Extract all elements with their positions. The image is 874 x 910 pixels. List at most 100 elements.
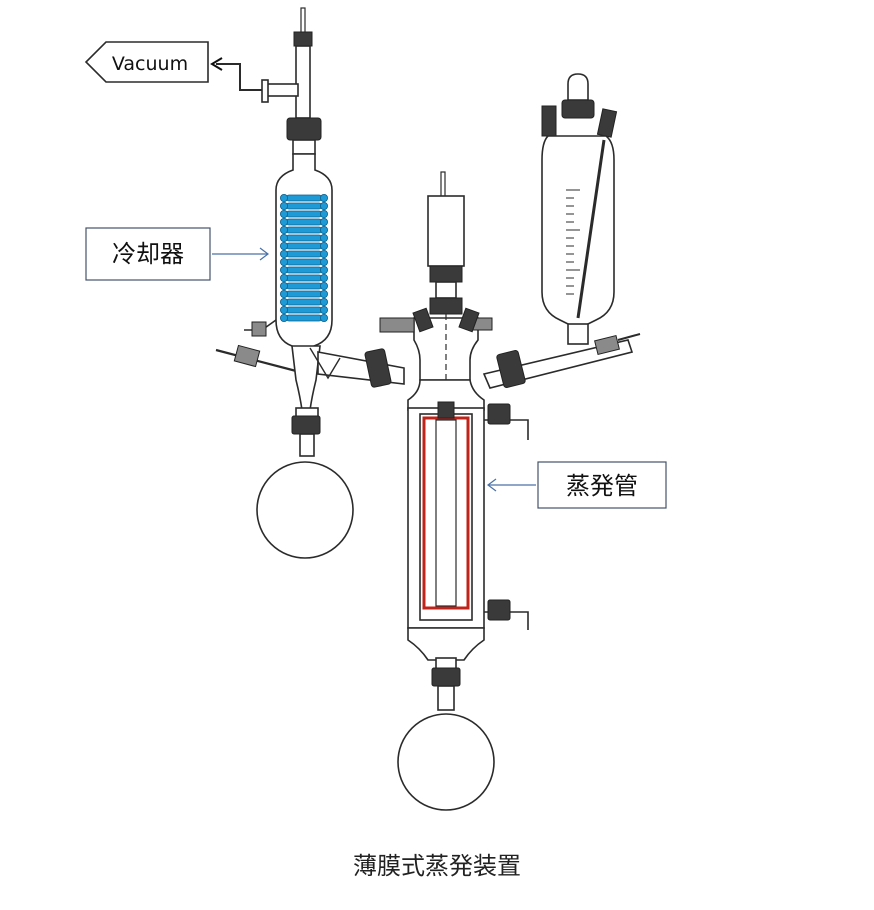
funnel-left-port — [541, 105, 557, 137]
funnel-graduations — [566, 189, 580, 295]
condenser-upper-joint — [286, 117, 322, 141]
coil-end — [319, 273, 328, 282]
coil-end — [319, 233, 328, 242]
condenser-top-needle — [300, 7, 306, 35]
coil-turn — [285, 250, 323, 258]
coil-end — [279, 297, 288, 306]
coil-end — [279, 289, 288, 298]
coil-turn — [285, 306, 323, 314]
coil-turn — [285, 218, 323, 226]
vacuum-arrow-line — [216, 63, 268, 91]
funnel-stopper-bulb — [567, 73, 589, 101]
coil-turn — [285, 266, 323, 274]
coil-end — [279, 281, 288, 290]
transfer-drip-tip — [309, 347, 341, 380]
cooling-coil — [279, 193, 328, 322]
coil-end — [319, 313, 328, 322]
coil-end — [279, 305, 288, 314]
coil-turn — [285, 298, 323, 306]
vacuum-arrow-head — [210, 57, 223, 71]
head-port-fitting-left — [412, 307, 434, 333]
funnel-top-joint — [561, 99, 595, 119]
funnel-dip-tube — [576, 139, 606, 319]
figure-caption: 薄膜式蒸発装置 — [353, 852, 521, 880]
jacket-fitting-upper — [487, 403, 511, 425]
coil-end — [319, 297, 328, 306]
coil-turn — [285, 314, 323, 322]
condenser-callout: 冷却器 — [85, 227, 269, 281]
coil-end — [279, 313, 288, 322]
condenser-funnel — [291, 345, 321, 411]
evaporator-assembly — [379, 171, 529, 811]
coil-turn — [285, 210, 323, 218]
coil-end — [279, 233, 288, 242]
coil-end — [319, 265, 328, 274]
condenser-top-tube — [295, 45, 311, 119]
coil-end — [279, 273, 288, 282]
coil-end — [319, 201, 328, 210]
motor-seal — [429, 297, 463, 315]
condenser-label-box — [85, 227, 211, 281]
receiver-flask-left — [256, 461, 354, 559]
coil-end — [319, 193, 328, 202]
vacuum-label: Vacuum — [112, 53, 188, 75]
coil-turn — [285, 242, 323, 250]
receiver-neck-center — [437, 685, 455, 711]
coil-end — [319, 249, 328, 258]
feed-valve — [594, 334, 620, 356]
rotor-top-bearing — [437, 401, 455, 419]
motor-coupling — [429, 265, 463, 283]
coil-end — [279, 241, 288, 250]
coil-end — [319, 257, 328, 266]
coil-end — [319, 289, 328, 298]
vacuum-side-flange — [261, 79, 269, 103]
evaporator-bottom — [407, 627, 485, 661]
condenser-label: 冷却器 — [112, 240, 184, 268]
evaporator-label: 蒸発管 — [566, 472, 638, 500]
coil-end — [279, 209, 288, 218]
receiver-flask-center — [397, 713, 495, 811]
evaporator-inner-tube — [419, 413, 473, 621]
motor-adapter — [435, 281, 457, 299]
coil-end — [319, 217, 328, 226]
stirrer-motor — [427, 195, 465, 267]
coil-end — [319, 281, 328, 290]
head-side-port-left — [379, 317, 415, 333]
coil-turn — [285, 194, 323, 202]
evaporator-label-box — [537, 461, 667, 509]
vacuum-side-arm — [265, 83, 299, 97]
condenser-outlet-fitting — [251, 321, 267, 337]
feed-line-joint — [496, 349, 526, 389]
coil-turn — [285, 234, 323, 242]
coil-end — [319, 209, 328, 218]
transfer-joint — [364, 348, 392, 388]
vapor-transfer-line — [309, 347, 405, 388]
coil-turn — [285, 274, 323, 282]
coil-end — [319, 225, 328, 234]
coil-end — [279, 201, 288, 210]
feed-funnel-assembly — [482, 73, 641, 389]
condenser-assembly — [215, 7, 354, 559]
coil-turn — [285, 282, 323, 290]
evaporator-pointer-head — [487, 478, 497, 492]
vacuum-label-shape — [84, 41, 209, 83]
condenser-inlet-fitting — [233, 344, 261, 368]
coil-end — [319, 305, 328, 314]
motor-shaft-top — [440, 171, 446, 199]
coil-end — [279, 257, 288, 266]
feed-funnel-body — [541, 135, 615, 327]
vacuum-callout: Vacuum — [84, 41, 268, 91]
coil-end — [279, 249, 288, 258]
coil-end — [279, 193, 288, 202]
funnel-right-port — [596, 108, 618, 138]
coil-end — [279, 225, 288, 234]
receiver-joint-left — [291, 415, 321, 435]
coil-turn — [285, 202, 323, 210]
coil-turn — [285, 290, 323, 298]
feed-line-end — [617, 333, 641, 341]
coil-turn — [285, 258, 323, 266]
coil-end — [319, 241, 328, 250]
wiper-rotor — [435, 419, 457, 607]
